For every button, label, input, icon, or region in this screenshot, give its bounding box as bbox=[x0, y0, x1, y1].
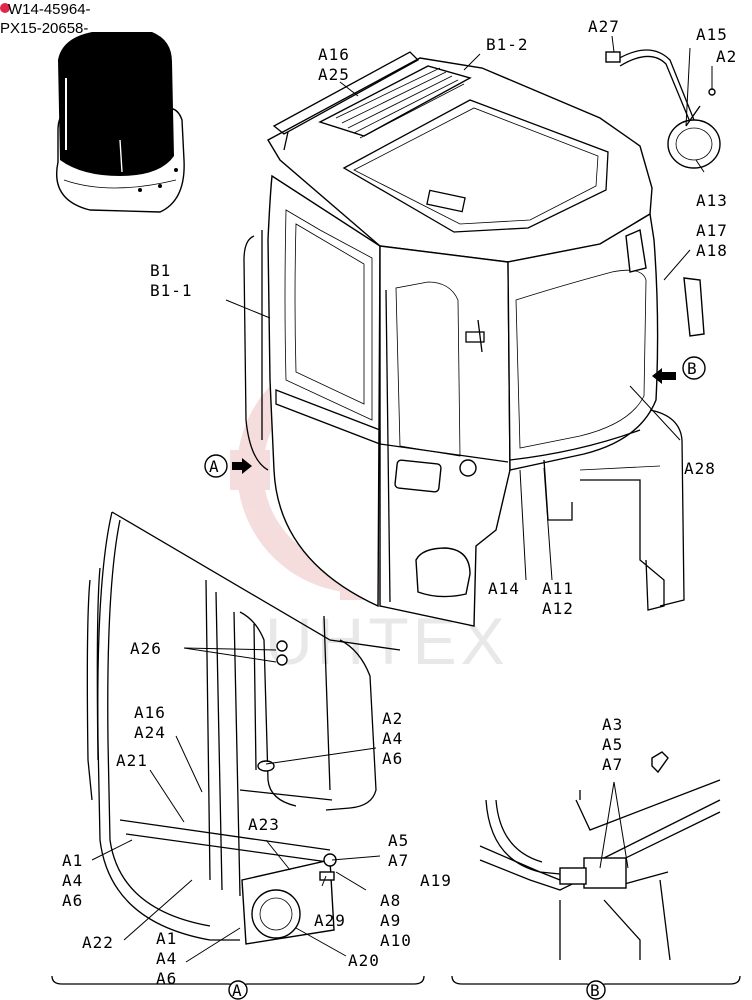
callout-a27: A27 bbox=[588, 17, 620, 36]
callout-a18: A18 bbox=[696, 241, 728, 260]
view-b-arrow-label: B bbox=[687, 359, 698, 378]
cab-main-illustration bbox=[243, 51, 705, 627]
view-b-detail bbox=[479, 751, 721, 961]
callout-a20: A20 bbox=[348, 951, 380, 970]
callout-a5-view-b: A5 bbox=[602, 735, 623, 754]
callout-a6-bottom: A6 bbox=[156, 969, 177, 988]
callout-a12: A12 bbox=[542, 599, 574, 618]
callout-a7: A7 bbox=[388, 851, 409, 870]
view-a-arrow-label: A bbox=[209, 457, 220, 476]
view-b-label: B bbox=[590, 981, 601, 1000]
callout-a7-view-b: A7 bbox=[602, 755, 623, 774]
callout-a29: A29 bbox=[314, 911, 346, 930]
leader-lines bbox=[91, 35, 713, 963]
callout-a21: A21 bbox=[116, 751, 148, 770]
callout-a4-view-a-right: A4 bbox=[382, 729, 403, 748]
callout-b1-1: B1-1 bbox=[150, 281, 193, 300]
mirror-assembly bbox=[605, 49, 721, 169]
callout-a2-view-a: A2 bbox=[382, 709, 403, 728]
cab-thumbnail bbox=[56, 32, 185, 213]
callout-a8: A8 bbox=[380, 891, 401, 910]
view-a-label: A bbox=[232, 981, 243, 1000]
callout-a5: A5 bbox=[388, 831, 409, 850]
callout-a1-bottom: A1 bbox=[156, 929, 177, 948]
callout-a22: A22 bbox=[82, 933, 114, 952]
callout-a6-left: A6 bbox=[62, 891, 83, 910]
view-a-detail bbox=[86, 511, 401, 945]
callout-a19: A19 bbox=[420, 871, 452, 890]
callout-a26: A26 bbox=[130, 639, 162, 658]
callout-a16: A16 bbox=[318, 45, 350, 64]
callout-a10: A10 bbox=[380, 931, 412, 950]
callout-a6-view-a-right: A6 bbox=[382, 749, 403, 768]
serial-number-2: PX15-20658- bbox=[0, 20, 88, 37]
callout-b1-2: B1-2 bbox=[486, 35, 529, 54]
callout-a3: A3 bbox=[602, 715, 623, 734]
callout-a4-left: A4 bbox=[62, 871, 83, 890]
callout-a16-view-a: A16 bbox=[134, 703, 166, 722]
serial-number-1: W14-45964- bbox=[8, 1, 91, 18]
callout-labels: A16 A25 B1-2 A27 A15 A2 A13 A17 A18 B1 B… bbox=[62, 17, 737, 988]
callout-a15: A15 bbox=[696, 25, 728, 44]
callout-a11: A11 bbox=[542, 579, 574, 598]
callout-a4-bottom: A4 bbox=[156, 949, 177, 968]
callout-a2-mirror: A2 bbox=[716, 47, 737, 66]
view-a-brace: A bbox=[51, 975, 425, 1000]
callout-a14: A14 bbox=[488, 579, 520, 598]
callout-a23: A23 bbox=[248, 815, 280, 834]
serial-marker-icon bbox=[0, 3, 10, 13]
view-b-brace: B bbox=[451, 975, 741, 1000]
callout-a24: A24 bbox=[134, 723, 166, 742]
view-a-arrow: A bbox=[204, 454, 252, 478]
callout-a13: A13 bbox=[696, 191, 728, 210]
callout-a1-left: A1 bbox=[62, 851, 83, 870]
view-b-arrow: B bbox=[652, 356, 706, 384]
callout-a17: A17 bbox=[696, 221, 728, 240]
callout-a25: A25 bbox=[318, 65, 350, 84]
callout-a9: A9 bbox=[380, 911, 401, 930]
callout-a28: A28 bbox=[684, 459, 716, 478]
callout-b1: B1 bbox=[150, 261, 171, 280]
